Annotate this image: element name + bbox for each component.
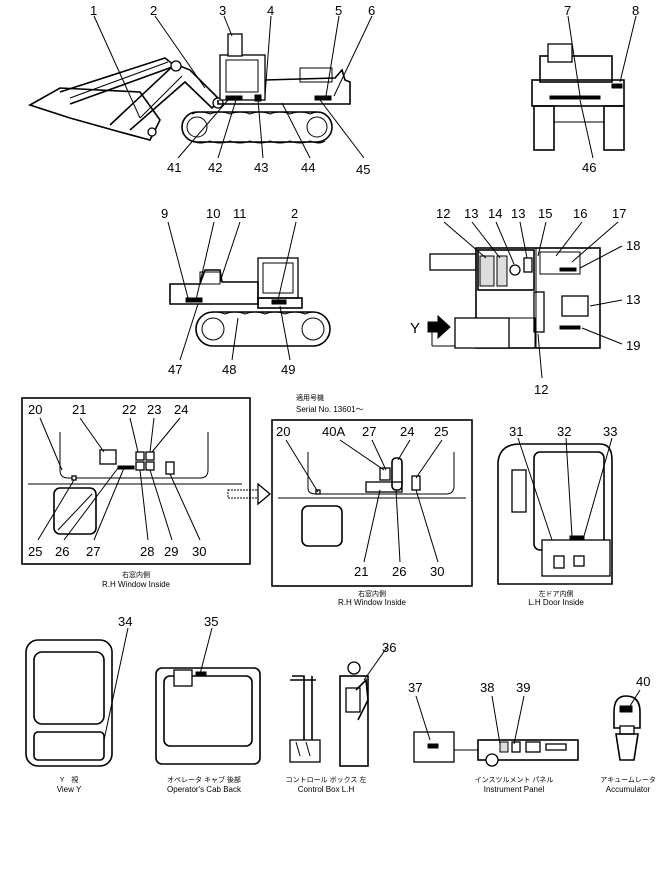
callout-26: 26: [55, 544, 69, 559]
callout-2: 2: [150, 3, 157, 18]
callout-29: 29: [164, 544, 178, 559]
callout-21: 21: [72, 402, 86, 417]
callout-19: 19: [626, 338, 640, 353]
callout-18: 18: [626, 238, 640, 253]
lh-door-inside-panel: [497, 437, 613, 585]
callout-13b: 13: [511, 206, 525, 221]
callout-9: 9: [161, 206, 168, 221]
callout-42: 42: [208, 160, 222, 175]
callout-40A: 40A: [322, 424, 345, 439]
callout-28: 28: [140, 544, 154, 559]
excavator-rear-view: [531, 15, 637, 159]
callout-49: 49: [281, 362, 295, 377]
callout-15: 15: [538, 206, 552, 221]
callout-22: 22: [122, 402, 136, 417]
callout-41: 41: [167, 160, 181, 175]
callout-13c: 13: [626, 292, 640, 307]
callout-36: 36: [382, 640, 396, 655]
accumulator-caption-en: Accumulator: [606, 785, 651, 794]
callout-39: 39: [516, 680, 530, 695]
callout-6: 6: [368, 3, 375, 18]
callout-17: 17: [612, 206, 626, 221]
callout-25-serial: 25: [434, 424, 448, 439]
callout-3: 3: [219, 3, 226, 18]
callout-38: 38: [480, 680, 494, 695]
cab-back-panel: [155, 627, 261, 765]
control-box-caption-jp: コントロール ボックス 左: [286, 775, 367, 784]
callout-43: 43: [254, 160, 268, 175]
control-box-panel: [289, 645, 389, 767]
rh-window-inside-panel: [21, 397, 251, 565]
cab-back-caption-en: Operator's Cab Back: [167, 785, 242, 794]
rh-window-serial-caption-en: R.H Window Inside: [338, 598, 407, 607]
callout-44: 44: [301, 160, 315, 175]
callout-23: 23: [147, 402, 161, 417]
callout-10: 10: [206, 206, 220, 221]
callout-16: 16: [573, 206, 587, 221]
rh-window-inside-panel-serial: [271, 419, 473, 587]
cab-back-caption-jp: オペレータ キャブ 後部: [167, 775, 241, 784]
callout-30: 30: [192, 544, 206, 559]
callout-4: 4: [267, 3, 274, 18]
callout-1: 1: [90, 3, 97, 18]
callout-31: 31: [509, 424, 523, 439]
callout-11: 11: [233, 206, 247, 221]
callout-48: 48: [222, 362, 236, 377]
callout-21-serial: 21: [354, 564, 368, 579]
callout-46: 46: [582, 160, 596, 175]
callout-7: 7: [564, 3, 571, 18]
captions: 右窓内側 R.H Window Inside 適用号機 Serial No. 1…: [57, 393, 656, 794]
rh-window-serial-caption-jp: 右窓内側: [358, 589, 386, 598]
callout-20-serial: 20: [276, 424, 290, 439]
callout-20: 20: [28, 402, 42, 417]
upper-structure-view: [167, 221, 331, 361]
lh-door-caption-en: L.H Door Inside: [528, 598, 584, 607]
view-y-caption-en: View Y: [57, 785, 82, 794]
accumulator-caption-jp: アキュームレータ: [600, 775, 656, 784]
view-y-caption-jp: Y 視: [60, 775, 79, 784]
callout-26-serial: 26: [392, 564, 406, 579]
control-box-caption-en: Control Box L.H: [298, 785, 355, 794]
transition-arrow: [227, 482, 272, 506]
instrument-panel: [413, 695, 579, 767]
callout-34: 34: [118, 614, 132, 629]
callout-27: 27: [86, 544, 100, 559]
accumulator-panel: [613, 689, 641, 761]
callout-35: 35: [204, 614, 218, 629]
lh-door-caption-jp: 左ドア内側: [539, 589, 574, 598]
rh-window-caption-jp: 右窓内側: [122, 570, 150, 579]
callout-37: 37: [408, 680, 422, 695]
callout-24: 24: [174, 402, 188, 417]
callout-12b: 12: [534, 382, 548, 397]
callout-33: 33: [603, 424, 617, 439]
callout-12a: 12: [436, 206, 450, 221]
view-y-arrow-letter: Y: [410, 320, 420, 337]
callout-47: 47: [168, 362, 182, 377]
callout-14: 14: [488, 206, 502, 221]
callout-25: 25: [28, 544, 42, 559]
serial-caption-en: Serial No. 13601～: [296, 405, 364, 414]
callout-5: 5: [335, 3, 342, 18]
serial-caption-jp: 適用号機: [296, 393, 324, 402]
callout-30-serial: 30: [430, 564, 444, 579]
callout-32: 32: [557, 424, 571, 439]
callout-40: 40: [636, 674, 650, 689]
view-y-panel: [25, 627, 129, 767]
callout-13a: 13: [464, 206, 478, 221]
instrument-caption-jp: インスツルメント パネル: [475, 776, 554, 784]
callout-numbers: 1 2 3 4 5 6 7 8 41 42 43 44 45 46 9 10 1…: [28, 3, 650, 695]
callout-24-serial: 24: [400, 424, 414, 439]
instrument-caption-en: Instrument Panel: [484, 785, 545, 794]
callout-2b: 2: [291, 206, 298, 221]
callout-27-serial: 27: [362, 424, 376, 439]
callout-45: 45: [356, 162, 370, 177]
excavator-side-view: [28, 15, 373, 159]
callout-8: 8: [632, 3, 639, 18]
top-view: [427, 221, 623, 379]
rh-window-caption-en: R.H Window Inside: [102, 580, 171, 589]
